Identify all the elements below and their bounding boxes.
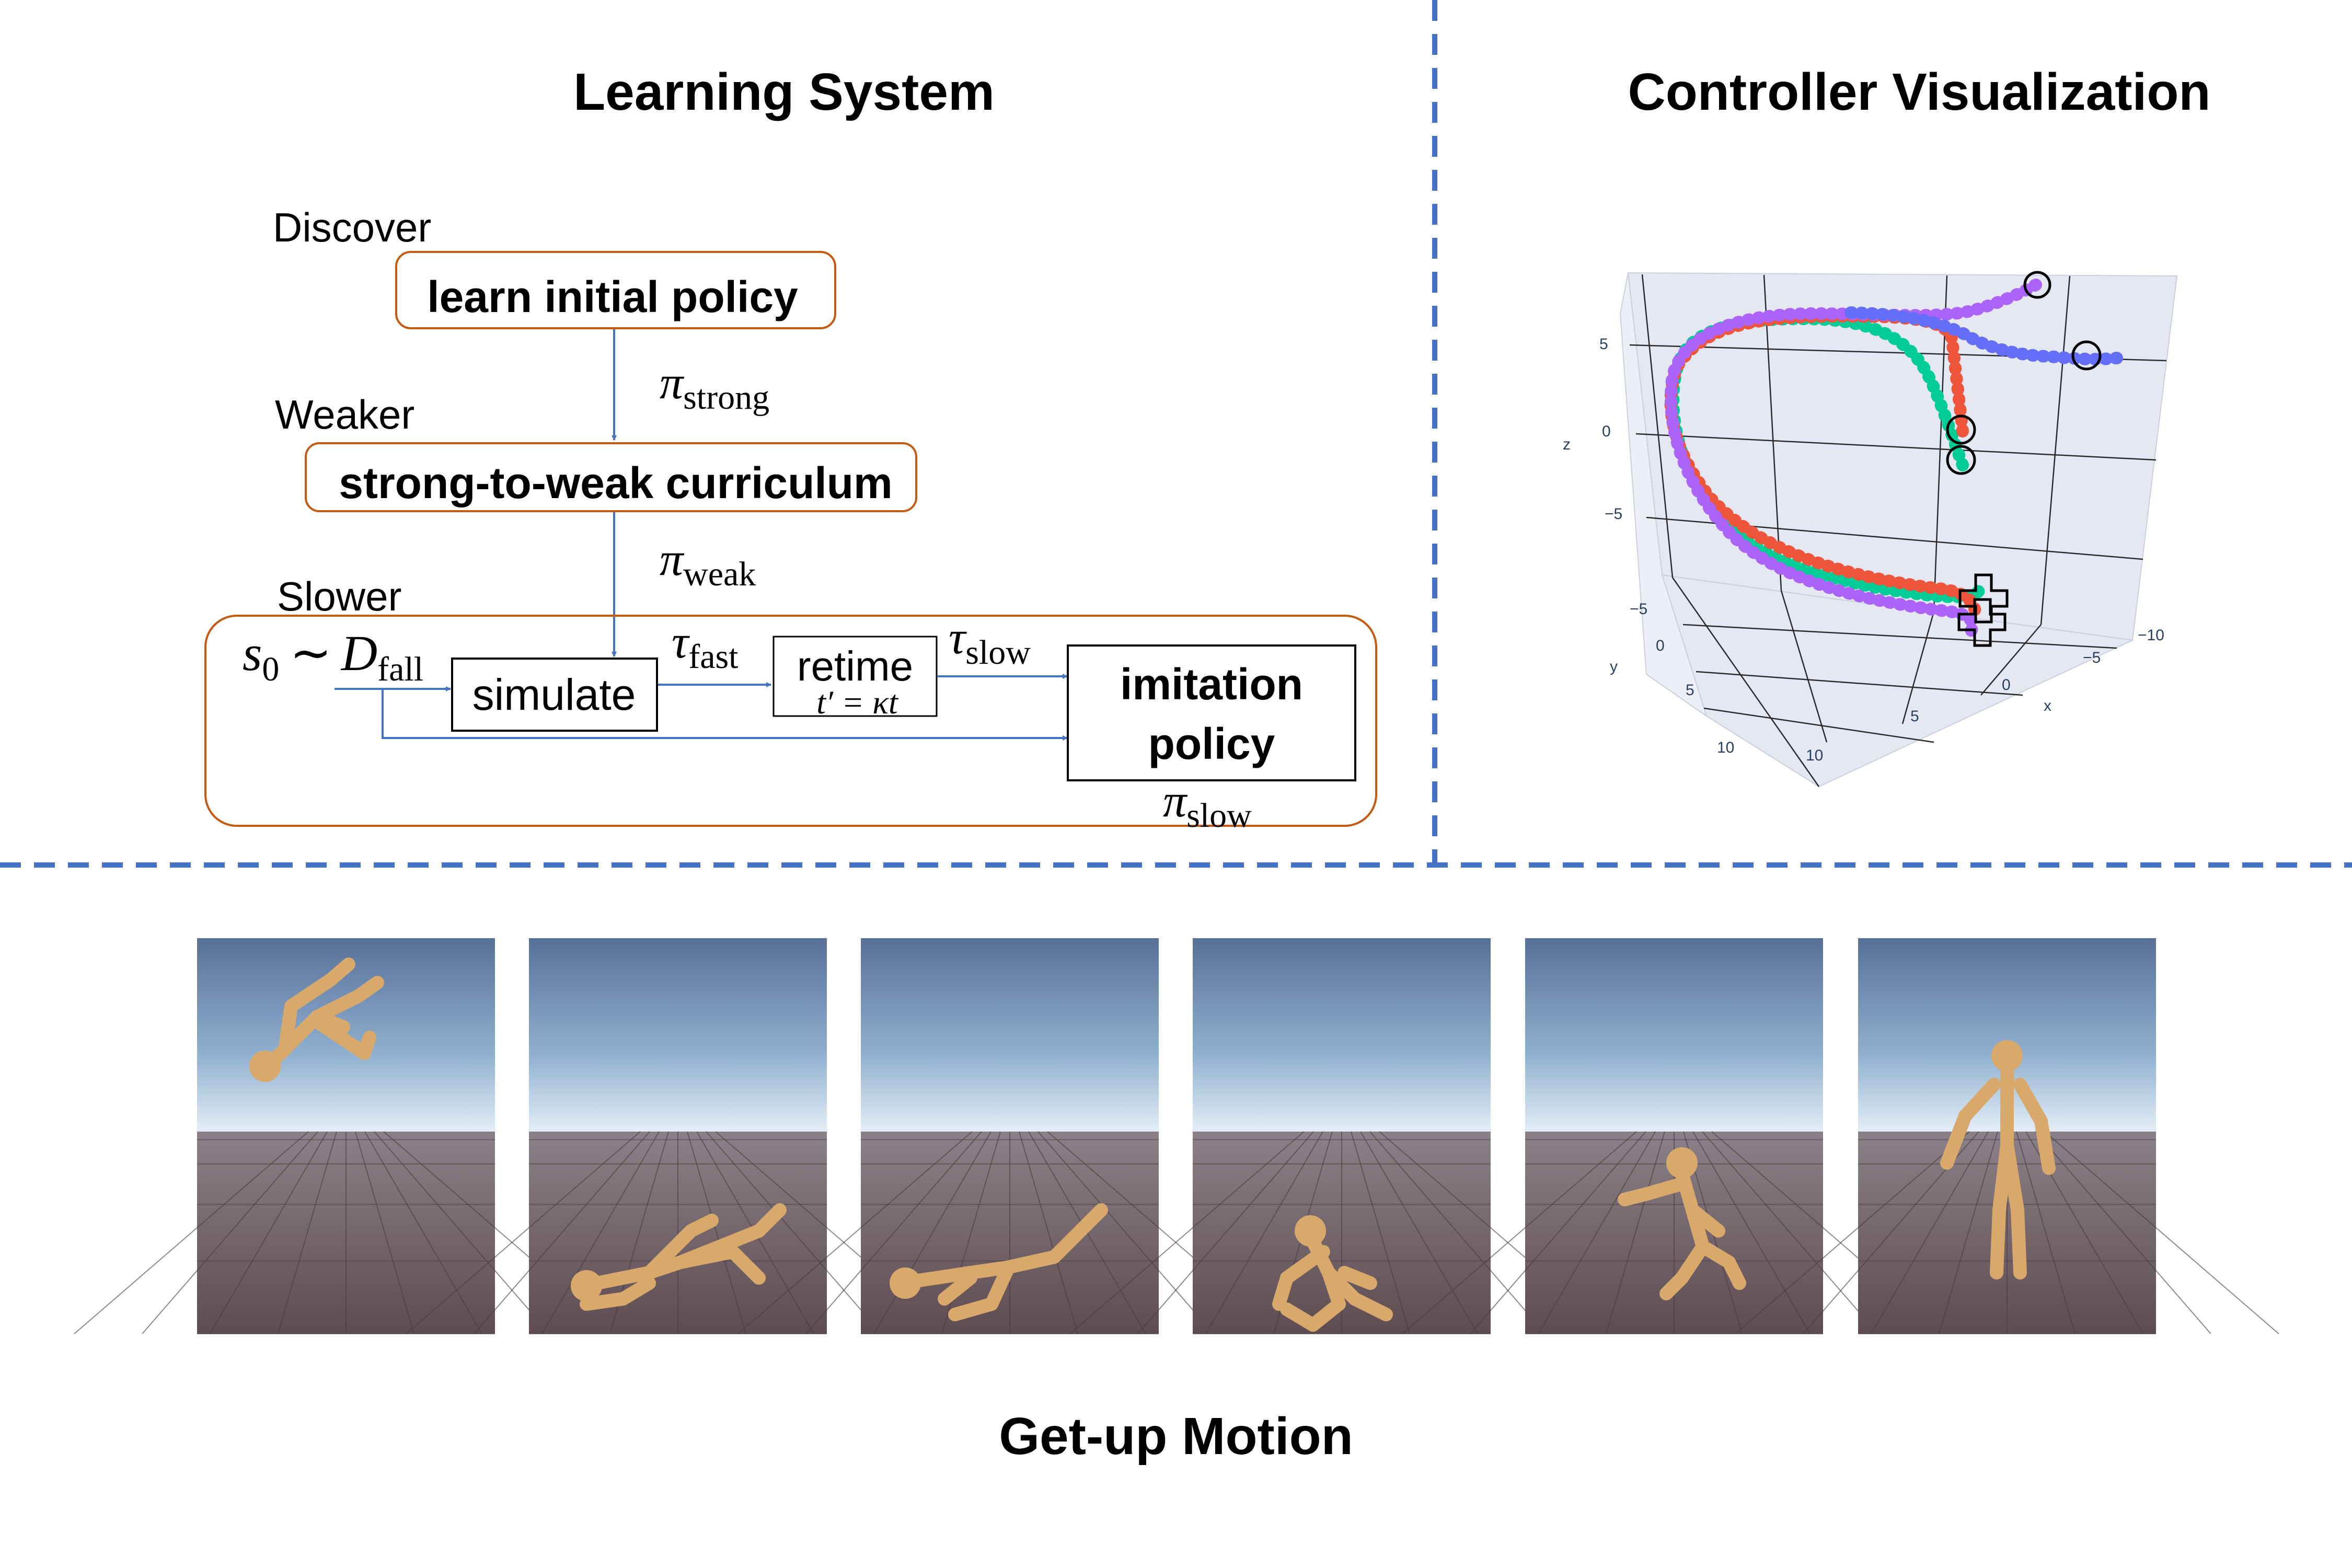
character-limb — [752, 1203, 787, 1238]
character-head — [1295, 1215, 1326, 1247]
retime-equation: t′ = κt — [816, 684, 899, 721]
character-limb — [352, 976, 384, 1002]
character-limb — [1958, 1078, 2001, 1123]
policy-text: policy — [1148, 719, 1275, 768]
end-marker-cross-2 — [1957, 598, 2007, 647]
getup-frames — [74, 938, 2279, 1334]
character-limb — [642, 1224, 698, 1279]
x-tick-10: 10 — [1806, 747, 1823, 764]
imitation-policy-box — [1067, 644, 1356, 781]
character-limb — [590, 1266, 656, 1290]
simulate-text: simulate — [472, 670, 636, 719]
character-limb — [1940, 1109, 1972, 1170]
character-limb — [2034, 1114, 2056, 1175]
character-head — [571, 1270, 602, 1301]
strong-to-weak-box — [305, 442, 917, 512]
pi-strong-label: πstrong — [660, 357, 769, 417]
trajectory-blue — [1844, 306, 2123, 366]
character-limb — [1618, 1187, 1652, 1206]
character-limb — [324, 958, 355, 987]
tau-fast-label: τfast — [672, 616, 739, 676]
strong-to-weak-text: strong-to-weak curriculum — [339, 458, 892, 508]
character-head — [1666, 1147, 1698, 1179]
y-tick-0: 0 — [1656, 637, 1665, 654]
character-limb — [1686, 1203, 1725, 1238]
character-limb — [1280, 1302, 1320, 1332]
slower-label: Slower — [277, 573, 401, 619]
simulate-box — [451, 658, 658, 732]
character-limb — [948, 1297, 998, 1321]
getup-frame-1 — [74, 938, 618, 1334]
learn-initial-policy-text: learn initial policy — [427, 272, 798, 321]
plot-left-wall — [1619, 272, 1708, 718]
character-limb — [1047, 1219, 1092, 1264]
character-limb — [2011, 1203, 2027, 1279]
s0-dfall-label: s0∼Dfall — [243, 625, 423, 688]
x-tick-5: 5 — [1910, 708, 1919, 725]
weaker-label: Weaker — [275, 391, 414, 437]
character-limb — [269, 1010, 324, 1065]
x-tick-minus5: −5 — [2083, 649, 2101, 666]
y-tick-5: 5 — [1686, 682, 1694, 699]
character-limb — [1990, 1203, 2006, 1279]
character-limb — [1659, 1271, 1689, 1300]
character-limb — [684, 1214, 719, 1238]
getup-frame-6 — [1735, 938, 2279, 1334]
character-limb — [1079, 1203, 1108, 1232]
character-limb — [2013, 1078, 2048, 1128]
z-tick-0: 0 — [1602, 423, 1611, 440]
character-limb — [1338, 1266, 1377, 1290]
start-marker-blue — [2071, 340, 2102, 371]
pi-weak-label: πweak — [660, 534, 756, 593]
character-limb — [912, 1266, 977, 1287]
character-limb — [1348, 1292, 1393, 1321]
character-limb — [938, 1271, 977, 1306]
imitation-text: imitation — [1120, 660, 1303, 709]
x-tick-0: 0 — [2002, 676, 2011, 694]
getup-frame-4 — [1069, 938, 1614, 1334]
start-marker-purple — [2023, 271, 2051, 299]
x-tick-minus10: −10 — [2138, 627, 2164, 644]
learning-system-title: Learning System — [573, 63, 995, 121]
start-marker-red — [1946, 414, 1976, 445]
start-marker-green — [1946, 445, 1976, 475]
3d-plot: z 5 0 −5 y −5 0 5 10 x 10 5 0 −5 −10 — [1563, 271, 2178, 788]
y-axis-label: y — [1610, 658, 1618, 675]
character-limb — [1000, 1250, 1061, 1274]
tau-slow-label: τslow — [949, 612, 1031, 672]
character-limb — [674, 1224, 766, 1269]
character-head — [249, 1051, 281, 1082]
arrow-input-to-imitation — [382, 689, 1068, 741]
learn-initial-policy-box — [395, 251, 836, 329]
character-limb — [1272, 1271, 1294, 1311]
z-tick-minus5: −5 — [1605, 505, 1622, 523]
slower-stage-box — [204, 615, 1377, 827]
controller-visualization-title: Controller Visualization — [1628, 63, 2211, 121]
y-tick-10: 10 — [1717, 739, 1734, 756]
character-limb — [1280, 1245, 1330, 1285]
character-limb — [1722, 1255, 1746, 1290]
character-limb — [358, 1031, 376, 1060]
retime-box — [773, 636, 938, 717]
character-limb — [310, 1015, 371, 1060]
getup-motion-title: Get-up Motion — [999, 1407, 1353, 1466]
getup-frame-2 — [406, 938, 950, 1334]
y-tick-minus5: −5 — [1630, 601, 1647, 618]
character-head — [1991, 1040, 2023, 1071]
pi-slow-label: πslow — [1163, 775, 1252, 835]
retime-text: retime — [797, 643, 913, 689]
character-head — [890, 1267, 921, 1299]
getup-frame-5 — [1402, 938, 1946, 1334]
character-limb — [2000, 1138, 2024, 1217]
trajectory-purple — [1664, 279, 2042, 639]
x-axis-label: x — [2044, 697, 2051, 714]
discover-label: Discover — [273, 204, 431, 250]
z-tick-5: 5 — [1599, 336, 1608, 353]
z-axis-label: z — [1563, 436, 1571, 453]
character-limb — [726, 1245, 766, 1285]
getup-frame-3 — [737, 938, 1282, 1334]
character-limb — [284, 973, 337, 1013]
character-limb — [580, 1292, 630, 1311]
